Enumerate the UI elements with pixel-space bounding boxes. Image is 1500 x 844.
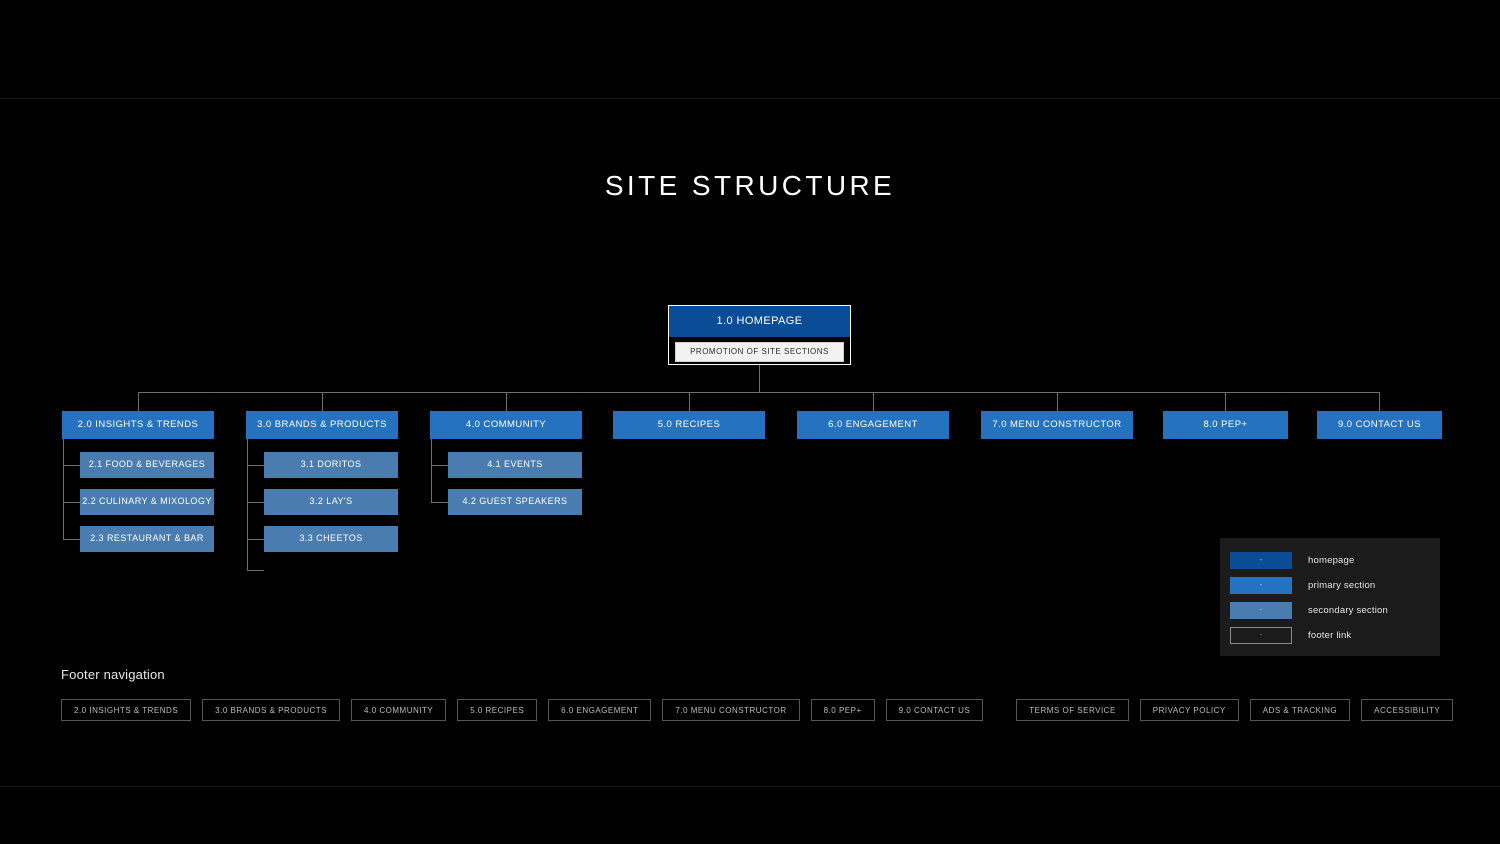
footer-link-community[interactable]: 4.0 COMMUNITY bbox=[351, 699, 447, 721]
connector-branch-4-stub-2 bbox=[431, 502, 448, 503]
connector-branch-3-stub-2 bbox=[247, 502, 264, 503]
frame-divider-top bbox=[0, 98, 1500, 99]
connector-drop-4 bbox=[689, 392, 690, 411]
node-subsection-4-1[interactable]: 4.1 EVENTS bbox=[448, 452, 582, 478]
legend-swatch-primary: - bbox=[1230, 577, 1292, 594]
footer-link-brands-products[interactable]: 3.0 BRANDS & PRODUCTS bbox=[202, 699, 341, 721]
connector-branch-2-stub-1 bbox=[63, 465, 80, 466]
connector-branch-4-stub-1 bbox=[431, 465, 448, 466]
node-subsection-4-2[interactable]: 4.2 GUEST SPEAKERS bbox=[448, 489, 582, 515]
legend-row-secondary: - secondary section bbox=[1230, 598, 1440, 623]
connector-branch-2-spine bbox=[63, 439, 64, 539]
node-section-5[interactable]: 5.0 RECIPES bbox=[613, 411, 765, 439]
legend-label-homepage: homepage bbox=[1308, 555, 1355, 566]
node-section-7[interactable]: 7.0 MENU CONSTRUCTOR bbox=[981, 411, 1133, 439]
connector-branch-3-stub-placeholder bbox=[247, 570, 264, 571]
node-section-2[interactable]: 2.0 INSIGHTS & TRENDS bbox=[62, 411, 214, 439]
node-homepage[interactable]: 1.0 HOMEPAGE bbox=[669, 306, 850, 337]
connector-drop-6 bbox=[1057, 392, 1058, 411]
legend-row-footer-link: - footer link bbox=[1230, 623, 1440, 648]
node-subsection-3-2[interactable]: 3.2 LAY'S bbox=[264, 489, 398, 515]
node-section-8[interactable]: 8.0 PEP+ bbox=[1163, 411, 1288, 439]
legend-swatch-secondary: - bbox=[1230, 602, 1292, 619]
footer-link-pep-plus[interactable]: 8.0 PEP+ bbox=[810, 699, 875, 721]
legend-row-primary: - primary section bbox=[1230, 573, 1440, 598]
footer-nav-title: Footer navigation bbox=[61, 667, 165, 682]
connector-drop-2 bbox=[322, 392, 323, 411]
node-section-4[interactable]: 4.0 COMMUNITY bbox=[430, 411, 582, 439]
node-section-9[interactable]: 9.0 CONTACT US bbox=[1317, 411, 1442, 439]
connector-drop-1 bbox=[138, 392, 139, 411]
connector-branch-4-spine bbox=[431, 439, 432, 502]
page-title: SITE STRUCTURE bbox=[604, 170, 896, 201]
connector-bus bbox=[138, 392, 1380, 393]
footer-link-insights-trends[interactable]: 2.0 INSIGHTS & TRENDS bbox=[61, 699, 192, 721]
node-homepage-promo[interactable]: PROMOTION OF SITE SECTIONS bbox=[675, 342, 844, 362]
frame-divider-bottom bbox=[0, 786, 1500, 787]
node-subsection-3-3[interactable]: 3.3 CHEETOS bbox=[264, 526, 398, 552]
node-subsection-2-1[interactable]: 2.1 FOOD & BEVERAGES bbox=[80, 452, 214, 478]
connector-branch-3-stub-3 bbox=[247, 539, 264, 540]
homepage-group: 1.0 HOMEPAGE PROMOTION OF SITE SECTIONS bbox=[668, 305, 851, 365]
legend-label-footer-link: footer link bbox=[1308, 630, 1352, 641]
footer-link-recipes[interactable]: 5.0 RECIPES bbox=[457, 699, 538, 721]
legend-label-secondary: secondary section bbox=[1308, 605, 1388, 616]
footer-link-terms-of-service[interactable]: TERMS OF SERVICE bbox=[1016, 699, 1129, 721]
legend-row-homepage: - homepage bbox=[1230, 548, 1440, 573]
footer-link-accessibility[interactable]: ACCESSIBILITY bbox=[1361, 699, 1454, 721]
footer-nav-row: 2.0 INSIGHTS & TRENDS 3.0 BRANDS & PRODU… bbox=[61, 699, 1464, 721]
node-subsection-2-2[interactable]: 2.2 CULINARY & MIXOLOGY bbox=[80, 489, 214, 515]
footer-link-ads-tracking[interactable]: ADS & TRACKING bbox=[1249, 699, 1351, 721]
connector-branch-3-spine bbox=[247, 439, 248, 570]
node-section-6[interactable]: 6.0 ENGAGEMENT bbox=[797, 411, 949, 439]
connector-branch-3-stub-1 bbox=[247, 465, 264, 466]
connector-drop-7 bbox=[1225, 392, 1226, 411]
connector-drop-3 bbox=[506, 392, 507, 411]
footer-link-contact-us[interactable]: 9.0 CONTACT US bbox=[885, 699, 984, 721]
node-subsection-2-3[interactable]: 2.3 RESTAURANT & BAR bbox=[80, 526, 214, 552]
connector-branch-2-stub-2 bbox=[63, 502, 80, 503]
footer-link-menu-constructor[interactable]: 7.0 MENU CONSTRUCTOR bbox=[662, 699, 800, 721]
legend-swatch-homepage: - bbox=[1230, 552, 1292, 569]
legend-panel: - homepage - primary section - secondary… bbox=[1220, 538, 1440, 656]
connector-branch-2-stub-3 bbox=[63, 539, 80, 540]
legend-label-primary: primary section bbox=[1308, 580, 1376, 591]
footer-link-engagement[interactable]: 6.0 ENGAGEMENT bbox=[548, 699, 652, 721]
footer-link-privacy-policy[interactable]: PRIVACY POLICY bbox=[1139, 699, 1239, 721]
connector-drop-8 bbox=[1379, 392, 1380, 411]
legend-swatch-footer-link: - bbox=[1230, 627, 1292, 644]
connector-root-stem bbox=[759, 365, 760, 392]
node-section-3[interactable]: 3.0 BRANDS & PRODUCTS bbox=[246, 411, 398, 439]
node-subsection-3-1[interactable]: 3.1 DORITOS bbox=[264, 452, 398, 478]
connector-drop-5 bbox=[873, 392, 874, 411]
